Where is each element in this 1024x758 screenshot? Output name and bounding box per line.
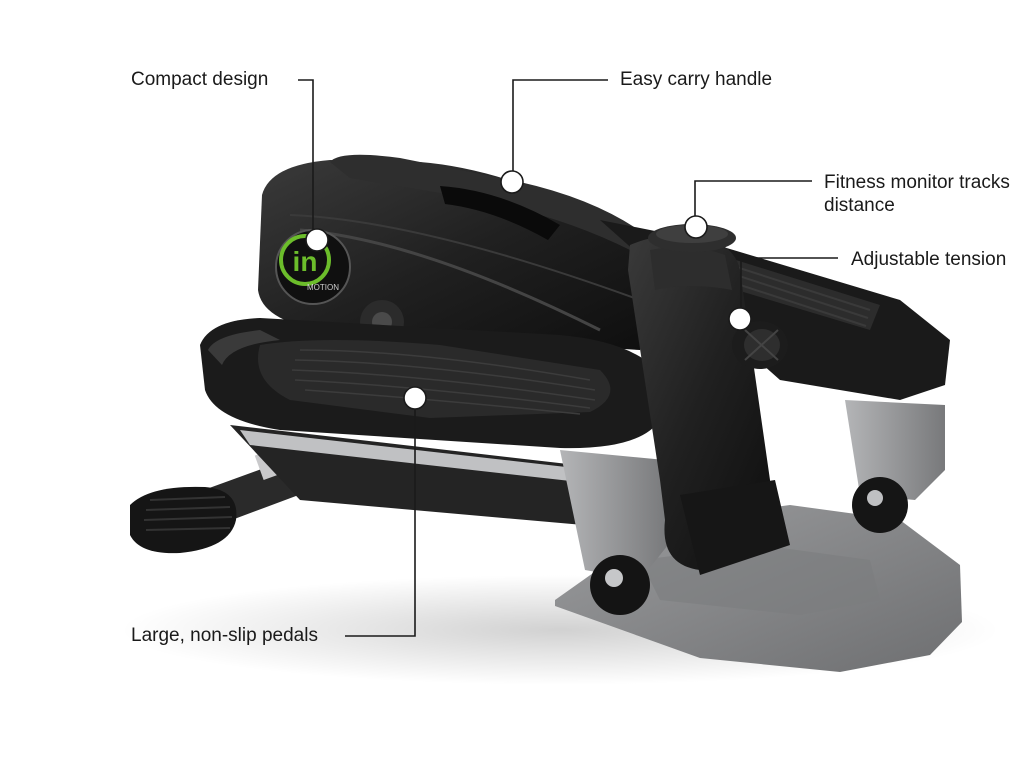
front-wheel [590,555,650,615]
leader-carry-handle [512,79,608,182]
leader-compact-design [298,79,314,240]
marker-pedals [403,386,427,410]
callout-fitness-monitor: Fitness monitor tracks distance [824,172,1010,216]
rear-wheel [852,477,908,533]
callout-pedals: Large, non-slip pedals [131,625,318,646]
leader-fitness-monitor [694,180,812,227]
carry-handle [330,154,650,250]
callout-compact-design: Compact design [131,69,269,90]
marker-carry-handle [500,170,524,194]
marker-tension [728,307,752,331]
rear-bracket [845,400,945,500]
leader-lines [298,79,838,637]
tension-knob [732,321,788,369]
marker-fitness-monitor [684,215,708,239]
front-foot-cap [130,486,237,554]
logo-text-sub: MOTION [307,283,339,292]
callout-tension: Adjustable tension [851,249,1007,270]
front-bracket [560,450,668,580]
callout-markers [305,170,752,410]
leader-tension [740,257,838,319]
leader-pedals [345,398,416,637]
callout-carry-handle: Easy carry handle [620,69,773,90]
marker-compact-design [305,228,329,252]
